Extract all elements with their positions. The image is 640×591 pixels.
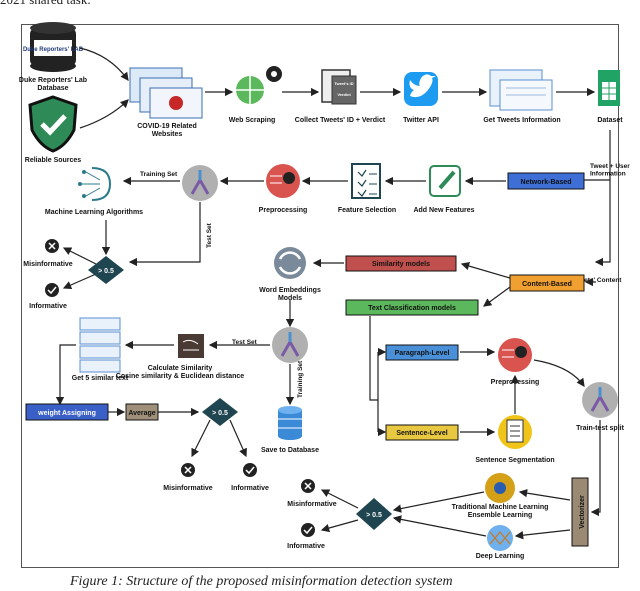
twitter-api-label: Twitter API xyxy=(403,117,439,124)
websites-icon xyxy=(129,67,203,119)
threshold-label-b: > 0.5 xyxy=(212,410,228,417)
threshold-diamond-b: > 0.5 xyxy=(202,398,238,426)
misinformative-label-a: Misinformative xyxy=(23,261,73,268)
database-icon xyxy=(278,406,302,440)
calc-similarity-icon xyxy=(178,334,204,358)
threshold-diamond-c: > 0.5 xyxy=(356,498,392,530)
content-connectors xyxy=(285,258,511,437)
preprocessing-gear-icon-1 xyxy=(266,164,300,198)
sentence-seg-icon xyxy=(498,415,532,449)
vectorizer-box xyxy=(571,477,589,547)
informative-label-c: Informative xyxy=(287,543,325,550)
word-embeddings-icon xyxy=(274,247,306,279)
diagram-frame xyxy=(21,24,619,568)
twitter-icon xyxy=(404,72,438,106)
checklist-icon xyxy=(351,163,381,199)
deep-learning-label: Deep Learning xyxy=(476,553,525,560)
misinformative-icon-c xyxy=(301,479,315,493)
sentence-level-label: Sentence-Level xyxy=(396,430,447,437)
informative-label-a: Informative xyxy=(29,303,67,310)
sentence-seg-label: Sentence Segmentation xyxy=(475,457,554,464)
informative-icon-a xyxy=(45,283,59,297)
ml-algorithms-icon xyxy=(78,167,112,201)
duke-logo-text: Duke Reporters' LAB xyxy=(23,47,84,53)
web-scraping-label: Web Scraping xyxy=(229,117,276,124)
ml-algorithms-label: Machine Learning Algorithms xyxy=(45,209,143,216)
weight-assigning-label: weight Assigning xyxy=(37,410,96,417)
informative-icon-c xyxy=(301,523,315,537)
document-id-text: Tweet's ID xyxy=(334,81,353,86)
network-row-connectors xyxy=(62,176,506,289)
split-icon-3 xyxy=(582,382,618,418)
save-db-label: Save to Database xyxy=(261,447,319,454)
misinformative-label-c: Misinformative xyxy=(287,501,337,508)
split-icon-2 xyxy=(272,327,308,363)
web-scraping-icon xyxy=(236,66,282,104)
threshold-label-c: > 0.5 xyxy=(366,512,382,519)
test-set-label-2: Test Set xyxy=(232,339,258,346)
shield-check-icon xyxy=(28,95,78,153)
tweets-info-icon xyxy=(489,69,553,111)
figure-caption: Figure 1: Structure of the proposed misi… xyxy=(70,574,453,589)
caption-top: 2021 shared task. xyxy=(0,0,91,8)
informative-icon-b xyxy=(243,463,257,477)
misinformative-icon-b xyxy=(181,463,195,477)
text-class-models-label: Text Classification models xyxy=(368,305,456,312)
preprocessing-gear-icon-2 xyxy=(498,338,532,372)
threshold-label-a: > 0.5 xyxy=(98,268,114,275)
weight-assigning-box xyxy=(25,403,109,421)
preprocessing-label-1: Preprocessing xyxy=(259,207,308,214)
dataset-sheet-icon xyxy=(598,70,620,106)
similarity-connectors xyxy=(55,340,295,458)
add-features-icon xyxy=(429,165,461,197)
network-based-label: Network-Based xyxy=(521,179,572,186)
vectorizer-label: Vectorizer xyxy=(579,495,586,529)
sentence-level-box xyxy=(385,424,459,441)
paragraph-level-label: Paragraph-Level xyxy=(395,350,450,357)
network-based-box xyxy=(507,172,585,190)
tweets-content-label: Tweets' Content xyxy=(572,277,622,284)
similarity-models-box xyxy=(345,255,457,272)
content-based-box xyxy=(509,274,585,292)
training-set-label-2: Training Set xyxy=(297,360,304,398)
document-icon: Tweet's ID Verdict xyxy=(321,69,357,105)
collect-ids-label: Collect Tweets' ID + Verdict xyxy=(295,117,386,124)
average-box xyxy=(125,403,159,421)
text-class-models-box xyxy=(345,299,479,316)
training-set-label-1: Training Set xyxy=(140,171,178,178)
duke-database-icon: Duke Reporters' LAB xyxy=(23,22,84,72)
dataset-label: Dataset xyxy=(597,117,623,124)
similar-texts-icon xyxy=(79,317,121,373)
similarity-models-label: Similarity models xyxy=(372,261,430,268)
add-features-label: Add New Features xyxy=(413,207,474,214)
get-tweets-label: Get Tweets Information xyxy=(483,117,560,124)
traditional-ml-icon xyxy=(485,473,515,503)
get5-label: Get 5 similar text xyxy=(72,375,129,382)
misinformative-icon-a xyxy=(45,239,59,253)
split-icon-1 xyxy=(182,165,218,201)
test-set-label-1: Test Set xyxy=(206,222,213,248)
informative-label-b: Informative xyxy=(231,485,269,492)
misinformative-label-b: Misinformative xyxy=(163,485,213,492)
top-row-connectors xyxy=(79,47,611,267)
threshold-diamond-a: > 0.5 xyxy=(88,256,124,284)
feature-selection-label: Feature Selection xyxy=(338,207,396,214)
classification-connectors xyxy=(320,347,601,540)
deep-learning-icon xyxy=(487,525,513,551)
reliable-sources-label: Reliable Sources xyxy=(25,157,82,164)
average-label: Average xyxy=(128,410,155,417)
paragraph-level-box xyxy=(385,344,459,361)
content-based-label: Content-Based xyxy=(522,281,572,288)
document-verdict-text: Verdict xyxy=(337,92,351,97)
